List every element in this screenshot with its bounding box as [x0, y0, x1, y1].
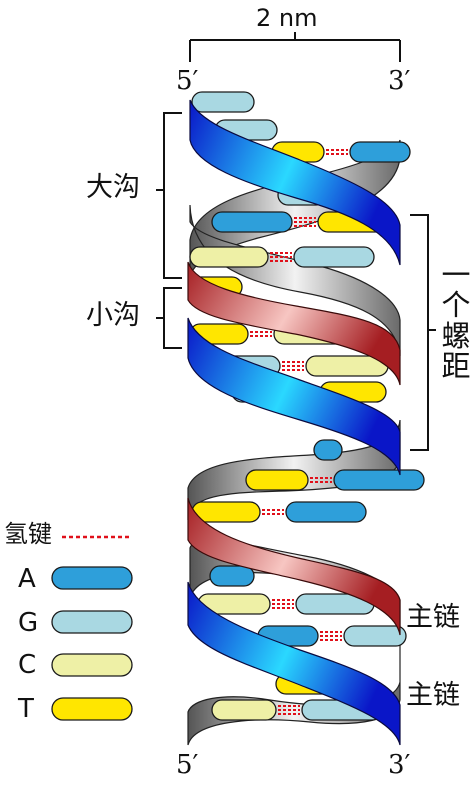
backbone-label: 主链: [406, 680, 460, 711]
legend-letter-a: A: [18, 564, 36, 594]
pitch-bracket-line: [410, 214, 429, 451]
base-t: [245, 469, 309, 491]
base-a: [313, 439, 343, 461]
legend-letter-g: G: [18, 608, 39, 638]
bottom-right-end-label: 3′: [388, 750, 411, 780]
minor-groove-label: 小沟: [86, 300, 140, 331]
legend-swatches: [51, 566, 133, 721]
legend-letter-t: T: [18, 694, 34, 724]
legend-letter-c: C: [18, 650, 37, 680]
blue-strand-segment: [187, 317, 401, 476]
legend-swatch-a: [51, 566, 133, 590]
legend-swatch-c: [51, 653, 133, 677]
width-label: 2 nm: [256, 4, 318, 32]
base-g: [293, 246, 375, 268]
one-turn-label: 一个螺距: [441, 258, 471, 384]
major-groove-label: 大沟: [86, 172, 140, 203]
legend-hydrogen-bond-label: 氢键: [4, 520, 52, 548]
major-groove-bracket-line: [163, 112, 182, 279]
backbone-label: 主链: [406, 602, 460, 633]
blue-strand-segment: [187, 581, 401, 746]
base-a: [211, 211, 293, 233]
blue-strand-segment: [189, 99, 401, 266]
legend-swatch-g: [51, 610, 133, 634]
top-left-end-label: 5′: [176, 66, 199, 96]
red-strand-segment: [187, 261, 401, 386]
minor-groove-bracket-line: [163, 287, 182, 349]
pitch-bracket: [410, 214, 436, 451]
base-a: [333, 469, 425, 491]
base-a: [349, 141, 411, 163]
red-strand-segment: [187, 497, 401, 636]
base-c: [189, 246, 269, 268]
base-a: [209, 565, 255, 587]
base-t: [191, 501, 261, 523]
bottom-left-end-label: 5′: [176, 750, 199, 780]
front-strand: [187, 99, 401, 746]
width-bracket: [189, 32, 401, 62]
base-a: [285, 501, 367, 523]
base-g: [191, 91, 255, 113]
major-groove-bracket: [156, 112, 182, 279]
base-c: [211, 699, 277, 721]
base-g: [343, 625, 407, 647]
legend-swatch-t: [51, 697, 133, 721]
top-right-end-label: 3′: [388, 66, 411, 96]
minor-groove-bracket: [156, 287, 182, 349]
